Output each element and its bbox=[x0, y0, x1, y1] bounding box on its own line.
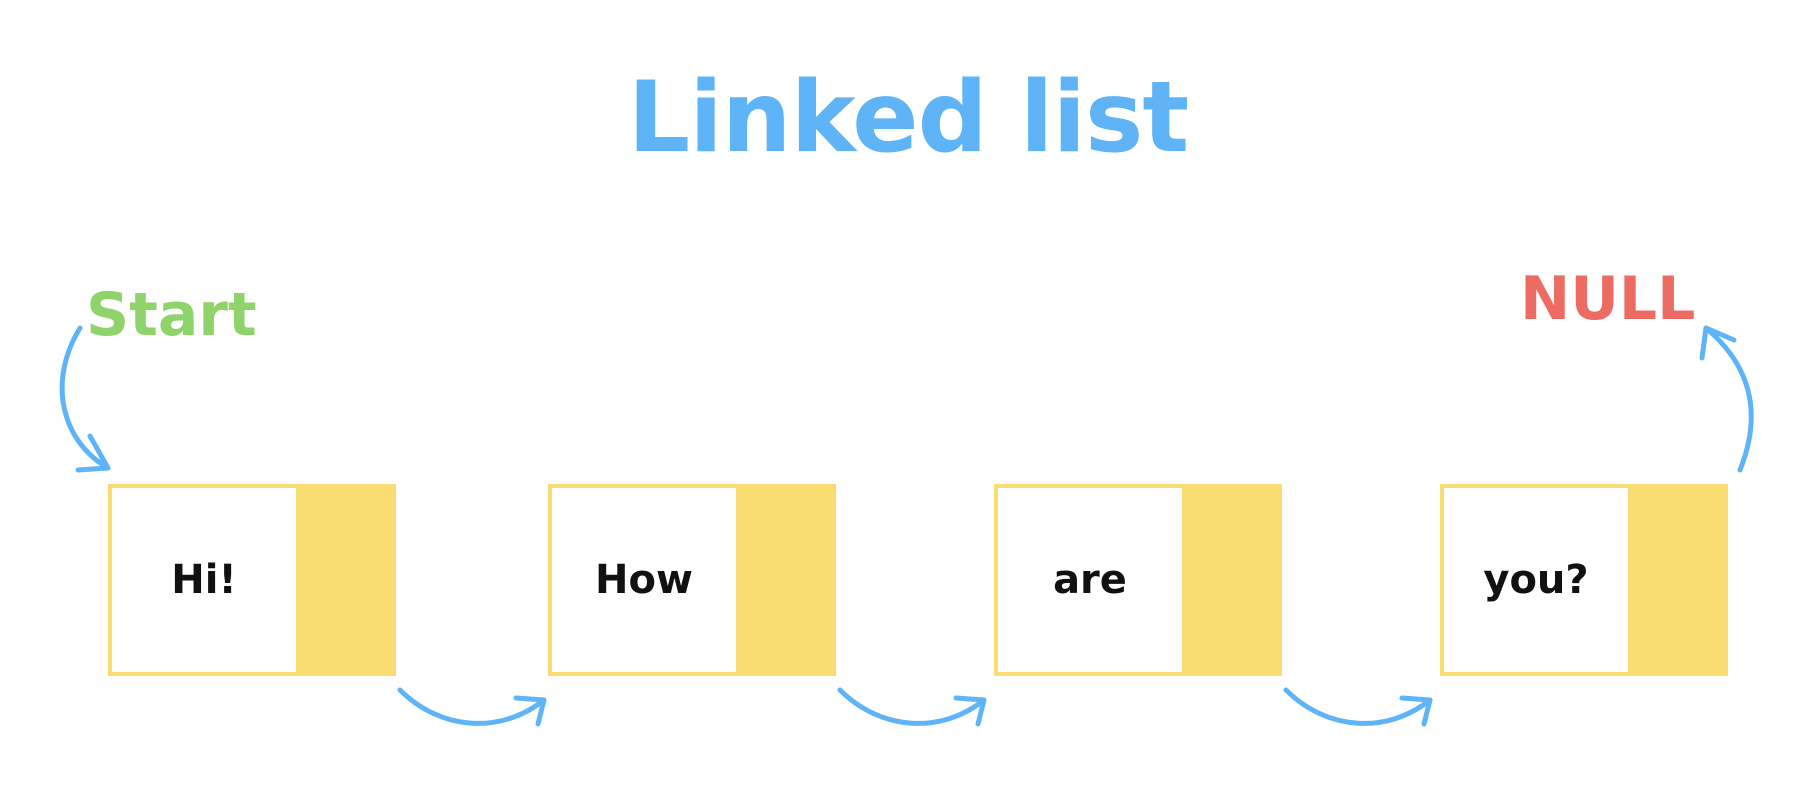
null-label: NULL bbox=[1520, 264, 1696, 334]
list-node-3: are bbox=[994, 484, 1282, 676]
node-next-pointer bbox=[296, 488, 392, 672]
node-value: are bbox=[1053, 557, 1127, 603]
node-next-pointer bbox=[1182, 488, 1278, 672]
diagram-title: Linked list bbox=[627, 61, 1189, 175]
node-next-pointer bbox=[736, 488, 832, 672]
null-arrow-icon bbox=[1699, 325, 1754, 473]
list-node-4: you? bbox=[1440, 484, 1728, 676]
next-arrow-icon-3 bbox=[1283, 687, 1433, 727]
list-node-2: How bbox=[548, 484, 836, 676]
node-value: How bbox=[595, 557, 693, 603]
list-node-1: Hi! bbox=[108, 484, 396, 676]
next-arrow-icon-1 bbox=[397, 687, 547, 727]
next-arrow-icon-2 bbox=[837, 687, 987, 727]
start-label: Start bbox=[86, 280, 257, 350]
node-value: you? bbox=[1483, 557, 1589, 603]
node-value: Hi! bbox=[171, 557, 237, 603]
node-next-pointer bbox=[1628, 488, 1724, 672]
